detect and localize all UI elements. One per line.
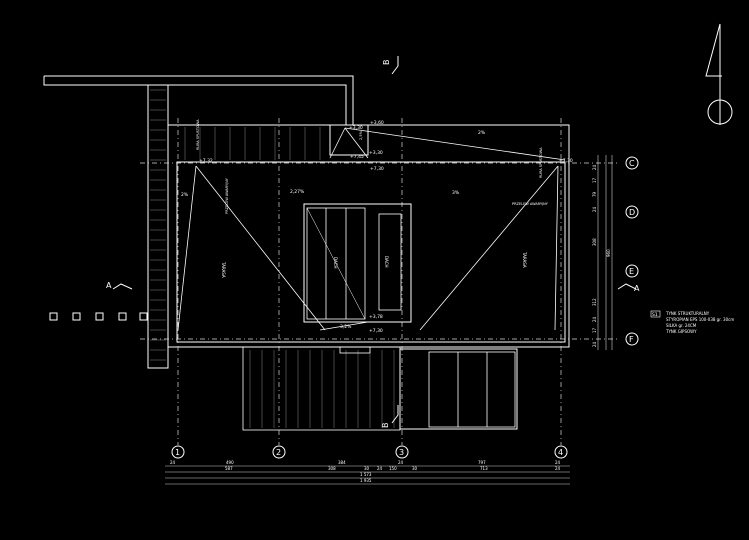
svg-text:PRZELEW AWARYJNY: PRZELEW AWARYJNY [512,202,549,206]
svg-text:960: 960 [606,249,611,257]
svg-text:79: 79 [592,191,597,197]
svg-text:A: A [634,284,640,293]
svg-text:384: 384 [338,460,346,465]
svg-text:+3,78: +3,78 [369,314,383,320]
svg-text:24: 24 [555,466,561,471]
svg-text:24: 24 [170,460,176,465]
svg-text:2%: 2% [181,192,189,198]
svg-text:TARASA: TARASA [522,251,527,268]
north-arrow-icon [705,23,733,125]
svg-text:24: 24 [555,460,561,465]
svg-text:30: 30 [412,466,418,471]
grid-lines [140,118,620,445]
bottom-dimensions: 24 490 384 24 797 24 587 308 30 24 150 3… [165,460,570,485]
section-mark-b-top: B [382,56,399,75]
svg-text:STYROPIAN EPS 100-038 gr. 30cm: STYROPIAN EPS 100-038 gr. 30cm [666,317,734,322]
svg-text:587: 587 [225,466,233,471]
svg-text:C: C [629,159,635,168]
svg-text:713: 713 [480,466,488,471]
svg-text:17: 17 [592,327,597,333]
svg-text:B: B [381,423,390,429]
svg-text:797: 797 [478,460,486,465]
svg-text:A: A [106,281,112,290]
svg-text:24: 24 [592,206,597,212]
svg-text:4: 4 [558,448,563,457]
lower-terrace-hatch [249,350,395,428]
svg-text:24: 24 [398,460,404,465]
svg-text:SILKA gr. 24CM: SILKA gr. 24CM [666,323,697,328]
slope-labels: 2% 2,27% 3% 3,2% 2% [181,130,486,330]
section-mark-b-bottom: B [381,405,399,429]
svg-text:F: F [629,335,634,344]
lower-terrace [242,346,401,431]
section-mark-a-left: A [106,281,133,290]
svg-text:E: E [629,267,634,276]
svg-text:24: 24 [592,316,597,322]
right-dimensions: 24 17 79 24 308 960 312 24 17 24 [592,155,613,350]
svg-text:+7,30: +7,30 [559,158,573,164]
svg-text:DACH: DACH [333,257,338,268]
skylight-lower [399,348,518,430]
slope-lines [177,127,566,331]
svg-text:TARASA: TARASA [221,261,226,278]
svg-text:RURA SPUSTOWA: RURA SPUSTOWA [539,147,543,178]
svg-text:17: 17 [592,177,597,183]
svg-text:RURA SPUSTOWA: RURA SPUSTOWA [196,119,200,150]
svg-text:490: 490 [226,460,234,465]
wall-hatch-left [150,89,166,361]
chimney [339,346,371,354]
svg-text:2: 2 [276,448,281,457]
svg-text:+7,45: +7,45 [350,154,364,160]
level-marks: +3,60 +3,30 +3,30 +7,32 +7,30 +7,45 +7,3… [199,120,573,334]
svg-text:B: B [382,60,391,66]
svg-text:PRZELEW AWARYJNY: PRZELEW AWARYJNY [225,177,229,214]
svg-text:TYNK GIPSOWY: TYNK GIPSOWY [665,329,697,334]
svg-text:2%: 2% [478,130,486,136]
svg-text:1 935: 1 935 [360,478,372,483]
svg-text:D: D [629,208,635,217]
attic-strip-hatch [184,127,321,160]
drawing-annotations: RURA SPUSTOWA RURA SPUSTOWA PRZELEW AWAR… [196,119,549,278]
svg-text:+7,30: +7,30 [370,166,384,172]
svg-text:30: 30 [364,466,370,471]
svg-text:+3,30: +3,30 [349,125,363,131]
svg-text:+3,60: +3,60 [370,120,384,126]
svg-text:3: 3 [399,448,404,457]
svg-text:24: 24 [377,466,383,471]
grid-axis-rows: C D E F [625,156,639,346]
svg-text:24: 24 [592,164,597,170]
svg-text:+7,32: +7,32 [199,158,213,164]
svg-text:150: 150 [389,466,397,471]
grid-axis-columns: 1 2 3 4 [171,445,568,459]
svg-text:2,5%: 2,5% [359,130,363,140]
svg-text:308: 308 [328,466,336,471]
svg-text:312: 312 [592,298,597,306]
svg-text:+7,30: +7,30 [369,328,383,334]
svg-text:TYNK STRUKTURALNY: TYNK STRUKTURALNY [665,311,710,316]
svg-text:3,2%: 3,2% [340,324,352,330]
svg-text:3%: 3% [452,190,460,196]
svg-text:24: 24 [592,341,597,347]
material-legend: S1 TYNK STRUKTURALNY STYROPIAN EPS 100-0… [650,310,734,334]
svg-text:DACH: DACH [384,256,389,267]
section-mark-a-right: A [617,283,640,293]
svg-text:1 573: 1 573 [360,472,372,477]
svg-text:2,27%: 2,27% [290,189,305,195]
skylight-large [303,203,412,323]
roof-outline [167,124,570,348]
svg-text:1: 1 [175,448,180,457]
fence-posts [49,312,148,321]
svg-text:+3,30: +3,30 [369,150,383,156]
svg-text:308: 308 [592,238,597,246]
svg-text:S1: S1 [652,312,658,318]
